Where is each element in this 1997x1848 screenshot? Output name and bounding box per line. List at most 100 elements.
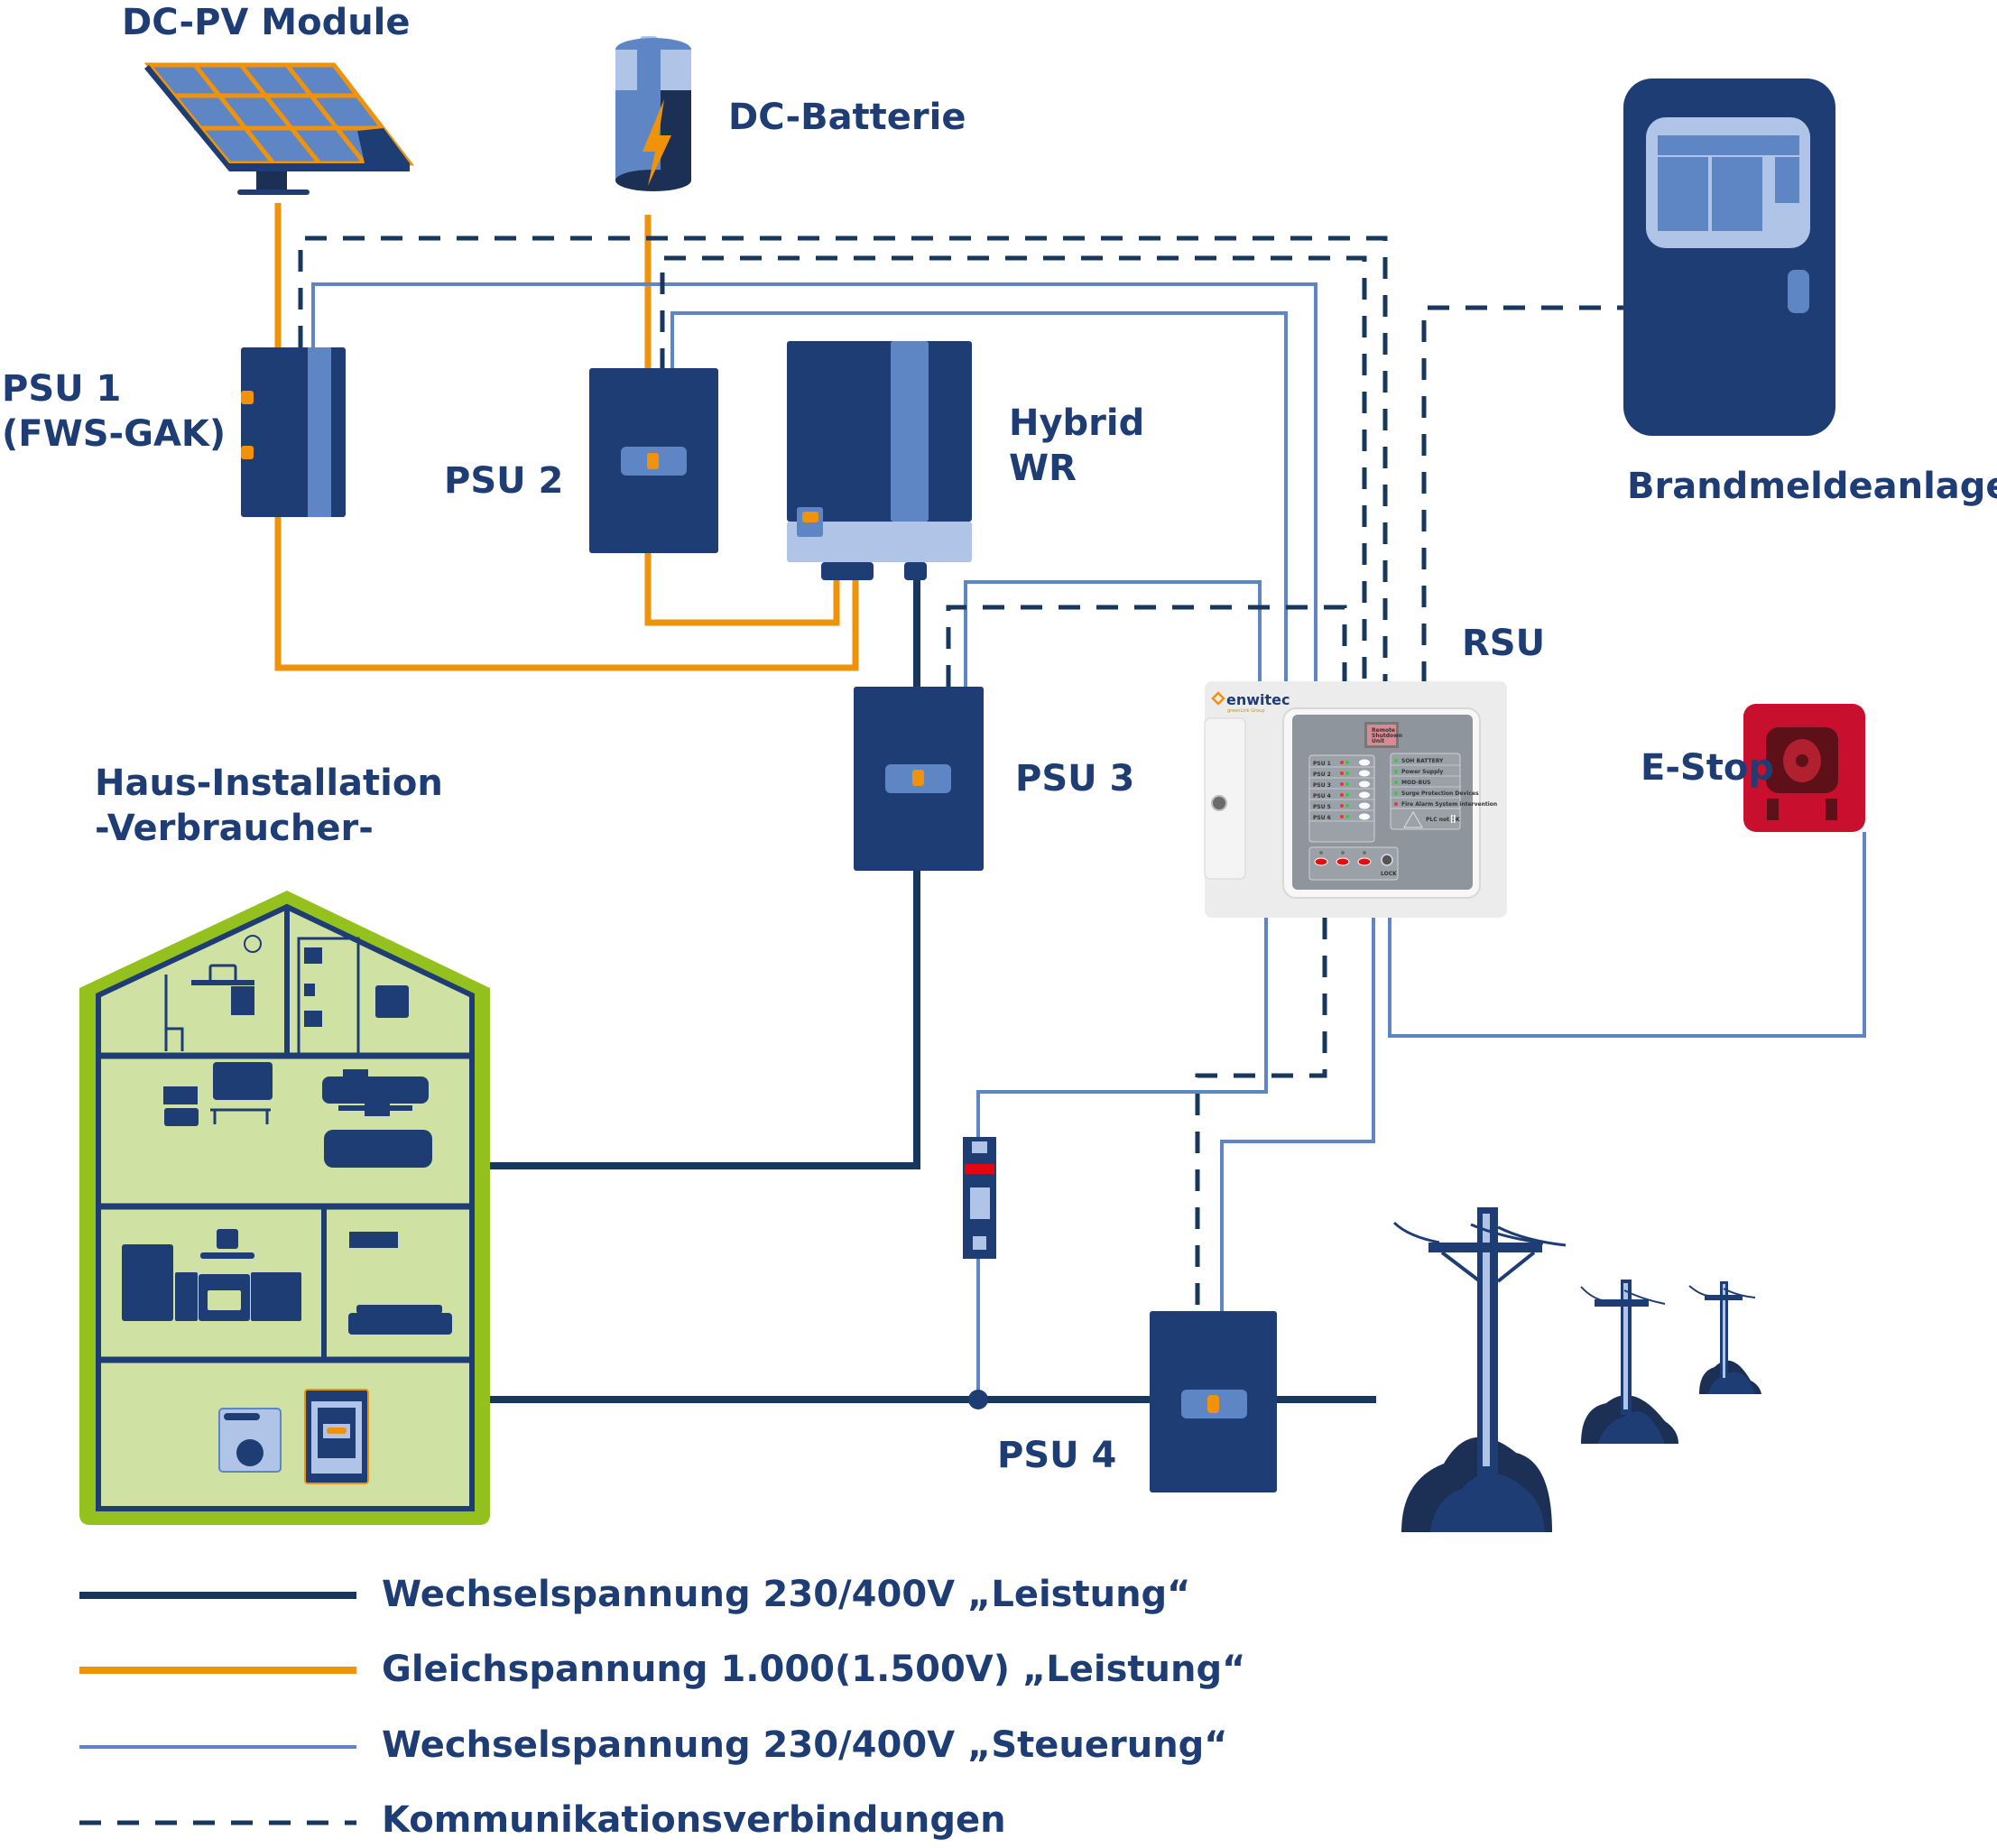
led-green-icon: [1345, 772, 1349, 775]
rsu-psu-row: PSU 2: [1309, 770, 1374, 779]
rsu-status-label: Surge Protection Devices: [1401, 790, 1479, 797]
rsu-lock-label: LOCK: [1381, 871, 1397, 877]
label-battery: DC-Batterie: [728, 97, 966, 138]
led-green-icon: [1345, 815, 1349, 818]
bus-junction-dot: [968, 1390, 988, 1409]
control-line-psu2-rsu: [670, 311, 1288, 683]
label-psu3: PSU 3: [1015, 758, 1135, 799]
rsu-display-line1: Remote: [1372, 727, 1395, 734]
rsu-psu-label: PSU 6: [1313, 815, 1331, 821]
rsu-plc-status: PLC not OK: [1426, 817, 1460, 823]
rsu-test-button[interactable]: [1359, 770, 1370, 777]
rsu-status-row: MOD-BUS: [1391, 780, 1460, 788]
rsu-estop-sim-button[interactable]: [1336, 851, 1350, 866]
led-red-icon: [1340, 761, 1344, 764]
rsu-psu-row: PSU 6: [1309, 813, 1374, 822]
control-line-rsu-psu4: [1220, 918, 1375, 1311]
rsu-psu-label: PSU 1: [1313, 761, 1331, 767]
control-line-rsu-breaker: [976, 918, 1268, 1137]
rsu-status-row: Power Supply: [1391, 769, 1460, 777]
label-psu1: PSU 1 (FWS-GAK): [2, 366, 226, 457]
rsu-psu-label: PSU 3: [1313, 782, 1331, 789]
rsu-psu-label: PSU 5: [1313, 804, 1331, 810]
label-hybrid-line1: Hybrid: [1009, 402, 1145, 444]
rsu-estop-sim-button[interactable]: [1357, 851, 1372, 866]
hybrid-inverter-device[interactable]: [787, 341, 972, 580]
rsu-test-button[interactable]: [1359, 781, 1370, 788]
rsu-panel[interactable]: enwitec greenLink Group Remote Shutdown …: [1204, 681, 1507, 918]
led-green-icon: [1345, 761, 1349, 764]
rsu-status-label: Power Supply: [1401, 769, 1443, 775]
comm-line-psu1-rsu: [298, 236, 1388, 683]
led-red-icon: [1340, 772, 1344, 775]
rsu-status-label: Fire Alarm System intervention: [1401, 801, 1497, 808]
dc-line-psu2-wr: [644, 552, 840, 626]
status-led-icon: [1394, 770, 1398, 773]
label-psu4: PSU 4: [997, 1435, 1117, 1476]
rsu-brand-sub: greenLink Group: [1227, 708, 1265, 714]
house-icon: [79, 891, 490, 1525]
rsu-display-line3: Unit: [1372, 738, 1384, 744]
legend-label-communication: Kommunikationsverbindungen: [382, 1799, 1006, 1841]
comm-line-psu3-rsu: [946, 605, 1347, 687]
rsu-estop-sim-button[interactable]: [1314, 851, 1328, 866]
led-red-icon: [1340, 782, 1344, 786]
label-house-line1: Haus-Installation: [95, 762, 443, 804]
battery-icon: [615, 36, 691, 191]
ac-line-psu3-house: [490, 871, 920, 1169]
fire-alarm-panel-icon[interactable]: [1623, 79, 1835, 436]
dc-power-lines: [274, 203, 859, 671]
led-red-icon: [1340, 793, 1344, 797]
status-led-icon: [1394, 791, 1398, 795]
label-fire-alarm: Brandmeldeanlage: [1627, 466, 1997, 507]
control-lines: [311, 282, 1866, 1400]
power-grid-icon: [1392, 1207, 1761, 1532]
rsu-status-row: Surge Protection Devices: [1391, 790, 1479, 799]
legend-label-ac-power: Wechselspannung 230/400V „Leistung“: [382, 1574, 1191, 1615]
label-pv-module: DC-PV Module: [122, 2, 411, 43]
rsu-psu-rows: PSU 1 PSU 2 PSU 3 PSU 4 PSU 5 PSU 6: [1309, 759, 1374, 822]
rsu-psu-label: PSU 2: [1313, 772, 1331, 778]
solar-panel-icon: [143, 62, 415, 195]
label-hybrid-wr: Hybrid WR: [1009, 401, 1144, 491]
label-house-line2: -Verbraucher-: [95, 808, 374, 849]
psu2-device[interactable]: [589, 368, 718, 553]
rsu-test-button[interactable]: [1359, 802, 1370, 809]
breaker-device[interactable]: [963, 1137, 996, 1259]
psu4-device[interactable]: [1150, 1311, 1277, 1492]
psu1-device[interactable]: [241, 347, 346, 517]
legend-label-control: Wechselspannung 230/400V „Steuerung“: [382, 1724, 1228, 1766]
rsu-psu-row: PSU 4: [1309, 791, 1374, 800]
rsu-brand: enwitec: [1226, 691, 1290, 708]
rsu-test-button[interactable]: [1359, 813, 1370, 820]
rsu-test-button[interactable]: [1359, 791, 1370, 799]
comm-line-psu2-rsu: [660, 255, 1367, 683]
label-psu1-sub: (FWS-GAK): [2, 413, 227, 455]
rsu-status-row: SOH BATTERY: [1391, 758, 1460, 766]
led-green-icon: [1345, 782, 1349, 786]
legend-label-dc-power: Gleichspannung 1.000(1.500V) „Leistung“: [382, 1649, 1246, 1690]
status-led-icon: [1394, 759, 1398, 762]
control-line-psu1-rsu: [311, 282, 1317, 683]
rsu-psu-row: PSU 1: [1309, 759, 1374, 768]
rsu-lock-key-icon[interactable]: [1381, 854, 1393, 866]
rsu-test-button[interactable]: [1359, 759, 1370, 766]
status-led-icon: [1394, 781, 1398, 784]
psu3-device[interactable]: [854, 687, 984, 871]
dc-line-psu1-wr: [274, 516, 859, 671]
legend-samples: [79, 1592, 356, 1825]
rsu-psu-label: PSU 4: [1313, 793, 1331, 799]
estop-button-icon[interactable]: [1743, 704, 1865, 832]
rsu-key-icon: [1211, 795, 1227, 811]
label-house: Haus-Installation -Verbraucher-: [95, 761, 443, 851]
control-line-rsu-estop: [1388, 832, 1866, 1038]
led-red-icon: [1340, 815, 1344, 818]
label-psu2: PSU 2: [444, 460, 564, 502]
comm-line-rsu-psu4: [1195, 918, 1327, 1311]
led-green-icon: [1345, 793, 1349, 797]
rsu-display-line2: Shutdown: [1372, 733, 1402, 739]
rsu-estop-sim-buttons: [1314, 851, 1372, 866]
rsu-psu-row: PSU 3: [1309, 781, 1374, 790]
led-red-icon: [1340, 804, 1344, 808]
